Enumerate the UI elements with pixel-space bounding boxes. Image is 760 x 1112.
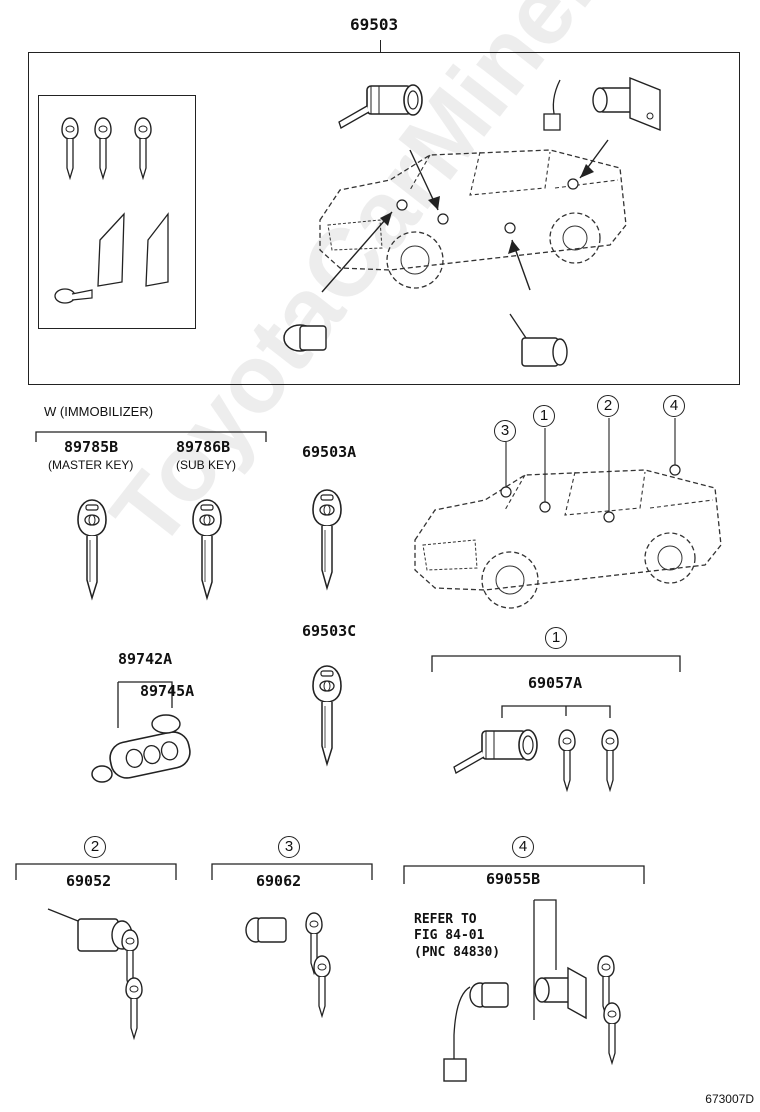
master-key-drawing [77, 499, 107, 599]
callout-2-car: 2 [597, 395, 619, 417]
key-c-drawing [312, 665, 342, 765]
transmitter-part-no: 89742A [118, 650, 173, 668]
callout-3-car: 3 [494, 420, 516, 442]
immobilizer-label: W (IMMOBILIZER) [44, 404, 154, 419]
master-key-desc: (MASTER KEY) [48, 458, 134, 472]
callout-4-car: 4 [663, 395, 685, 417]
group-2-callout: 2 [84, 836, 106, 858]
group-3-callout: 3 [278, 836, 300, 858]
key-c-part-no: 69503C [302, 622, 357, 640]
sub-key-drawing [192, 499, 222, 599]
sub-key-desc: (SUB KEY) [176, 458, 237, 472]
callout-1-car: 1 [533, 405, 555, 427]
battery-part-no: 89745A [140, 682, 195, 700]
group-1-part-no: 69057A [528, 674, 583, 692]
group-4-callout: 4 [512, 836, 534, 858]
key-a-part-no: 69503A [302, 443, 357, 461]
refer-note: REFER TO FIG 84-01 (PNC 84830) [414, 912, 501, 960]
key-kit-box [38, 95, 196, 329]
group-4-part-no: 69055B [486, 870, 541, 888]
main-assembly-box [28, 52, 740, 385]
group-2-part-no: 69052 [66, 872, 112, 890]
group-1-callout: 1 [545, 627, 567, 649]
master-key-part-no: 89785B [64, 438, 119, 456]
key-a-drawing [312, 489, 342, 589]
main-assembly-part-no: 69503 [350, 15, 399, 34]
main-assembly-leader [380, 40, 381, 52]
sub-key-part-no: 89786B [176, 438, 231, 456]
figure-id: 673007D [705, 1092, 754, 1106]
group-3-part-no: 69062 [256, 872, 302, 890]
